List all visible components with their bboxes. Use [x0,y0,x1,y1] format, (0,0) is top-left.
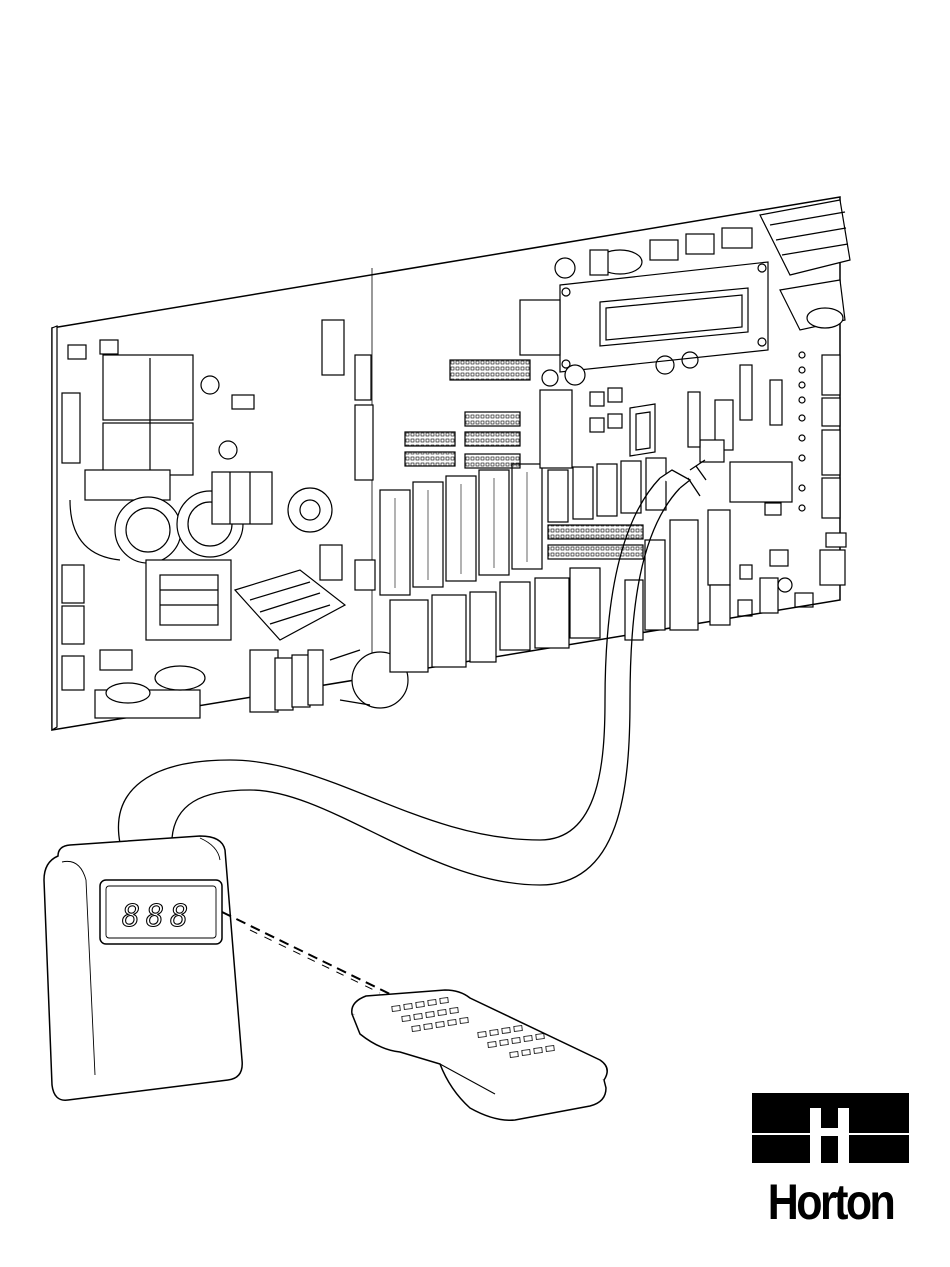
ir-beam [222,912,392,995]
capacitor-large-1 [115,497,181,563]
horton-logo: Horton [752,1093,909,1229]
handheld-remote [352,990,607,1120]
relay-1 [103,355,193,420]
remote-keypad-display [44,836,242,1100]
circuit-board [52,197,850,730]
led-readout: 888 [122,899,194,934]
relay-2 [103,423,193,475]
logo-text: Horton [763,1175,898,1229]
toroid-coil [288,488,332,532]
